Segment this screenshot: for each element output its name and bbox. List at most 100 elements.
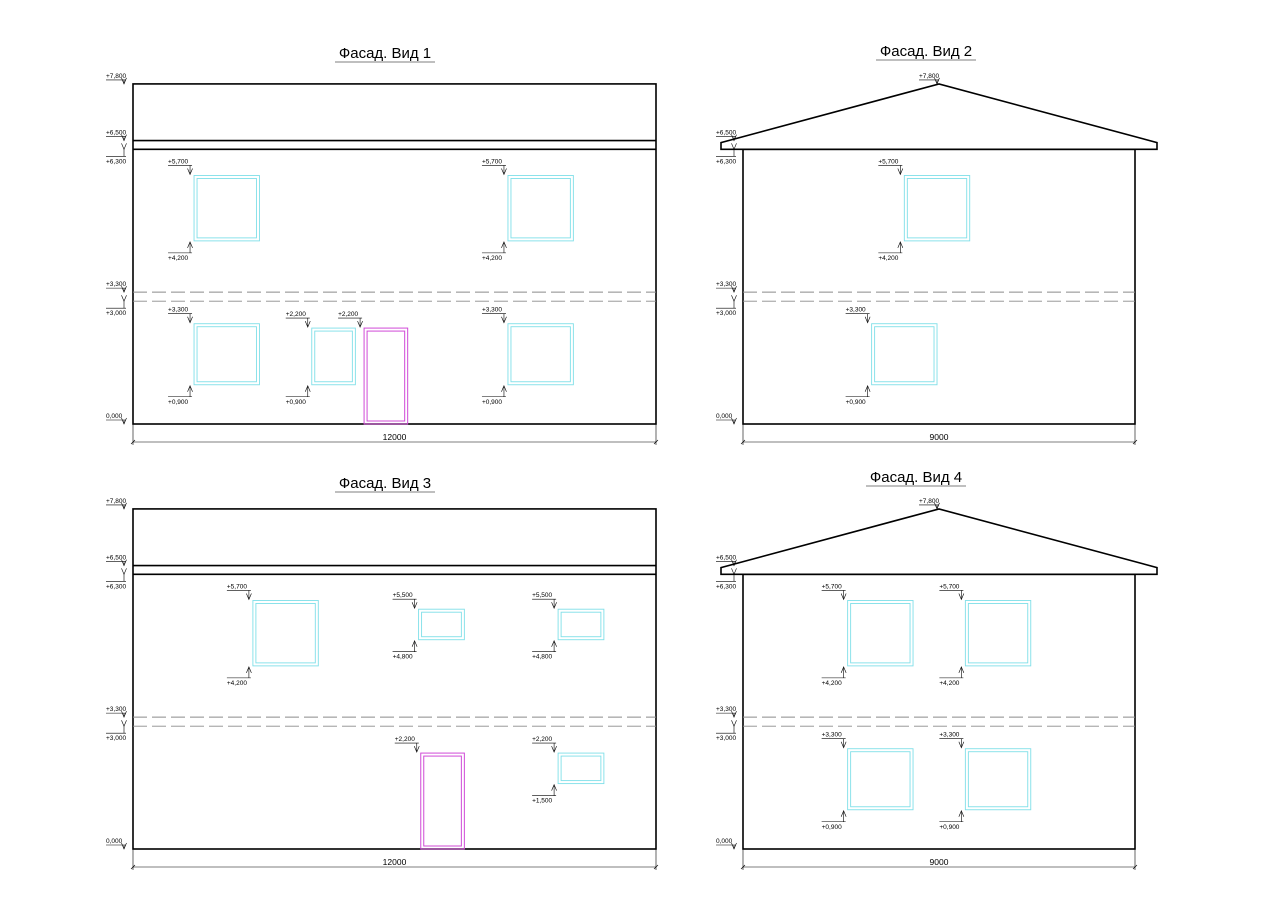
opening-elevation-mark: +0,900 — [286, 399, 306, 406]
opening-arrow-icon — [187, 168, 193, 176]
level-arrow-icon — [121, 568, 127, 576]
opening-arrow-icon — [958, 809, 965, 817]
door-inner-frame — [366, 330, 406, 422]
level-arrow-icon — [121, 295, 127, 302]
window-inner-frame — [560, 755, 602, 782]
elevation-mark: +7,800 — [106, 73, 126, 80]
elevation-mark: +7,800 — [106, 498, 126, 505]
window-frame — [903, 175, 971, 242]
elevation-mark: +3,300 — [716, 281, 736, 288]
opening-arrow-icon — [501, 316, 507, 324]
opening-elevation-mark: +5,700 — [168, 158, 188, 165]
elevation-mark: +3,300 — [106, 706, 126, 713]
level-arrow-icon — [731, 295, 737, 302]
window-inner-frame — [850, 751, 911, 808]
window-frame — [964, 748, 1032, 811]
opening-arrow-icon — [551, 745, 557, 753]
window-frame — [252, 600, 319, 667]
building-outline — [742, 573, 1136, 850]
opening-elevation-mark: +4,800 — [532, 654, 552, 661]
elevation-mark: 0,000 — [106, 413, 123, 420]
facade-view-1: Фасад. Вид 1+7,800+6,500+6,300+3,300+3,0… — [106, 45, 659, 445]
facade-title: Фасад. Вид 2 — [880, 43, 972, 60]
opening-arrow-icon — [840, 809, 847, 817]
window-frame — [418, 608, 465, 641]
elevation-mark: +6,300 — [716, 583, 736, 590]
facade-title: Фасад. Вид 1 — [339, 45, 431, 62]
window-inner-frame — [906, 178, 968, 239]
opening-arrow-icon — [958, 741, 965, 749]
opening-arrow-icon — [187, 384, 193, 392]
opening-elevation-mark: +3,300 — [168, 307, 188, 314]
window-frame — [847, 748, 914, 811]
elevation-mark: +6,300 — [716, 158, 736, 165]
opening-elevation-mark: +5,700 — [878, 158, 898, 165]
dimension-tick — [653, 864, 659, 870]
facade-view-2: Фасад. Вид 2+7,800+6,500+6,300+3,300+3,0… — [716, 43, 1158, 445]
width-dimension: 12000 — [383, 857, 407, 867]
building-outline — [742, 148, 1136, 425]
opening-arrow-icon — [411, 639, 418, 647]
opening-elevation-mark: +0,900 — [939, 824, 959, 831]
level-arrow-icon — [121, 720, 127, 727]
opening-elevation-mark: +3,300 — [482, 307, 502, 314]
dimension-tick — [740, 439, 746, 445]
opening-arrow-icon — [187, 316, 193, 324]
width-dimension: 9000 — [930, 857, 949, 867]
dimension-tick — [740, 864, 746, 870]
window-inner-frame — [255, 603, 316, 664]
window-inner-frame — [967, 751, 1029, 808]
gable-roof — [720, 83, 1158, 151]
window-frame — [557, 752, 605, 785]
window-frame — [557, 608, 605, 641]
opening-arrow-icon — [411, 602, 418, 609]
opening-elevation-mark: +3,300 — [846, 307, 866, 314]
opening-elevation-mark: +0,900 — [846, 399, 866, 406]
window-inner-frame — [510, 178, 571, 239]
facade-view-3: Фасад. Вид 3+7,800+6,500+6,300+3,300+3,0… — [106, 475, 659, 870]
dimension-tick — [1132, 439, 1138, 445]
opening-arrow-icon — [551, 602, 557, 609]
opening-elevation-mark: +0,900 — [168, 399, 188, 406]
window-inner-frame — [196, 326, 257, 383]
opening-arrow-icon — [246, 666, 252, 673]
opening-arrow-icon — [840, 593, 847, 601]
window-frame — [193, 323, 260, 386]
level-arrow-icon — [731, 143, 737, 151]
opening-elevation-mark: +5,700 — [227, 583, 247, 590]
elevation-mark: +3,300 — [106, 281, 126, 288]
elevation-mark: +3,000 — [716, 735, 736, 742]
width-dimension: 9000 — [930, 432, 949, 442]
opening-elevation-mark: +4,200 — [227, 680, 247, 687]
window-inner-frame — [560, 611, 602, 638]
opening-elevation-mark: +4,200 — [822, 680, 842, 687]
opening-arrow-icon — [551, 639, 557, 647]
opening-elevation-mark: +4,200 — [878, 255, 898, 262]
opening-arrow-icon — [840, 666, 847, 673]
elevation-mark: 0,000 — [716, 838, 733, 845]
elevation-mark: +6,500 — [716, 130, 736, 137]
opening-elevation-mark: +5,700 — [822, 583, 842, 590]
opening-elevation-mark: +3,300 — [822, 732, 842, 739]
window-frame — [847, 600, 914, 667]
facade-title: Фасад. Вид 4 — [870, 469, 962, 486]
window-inner-frame — [850, 603, 911, 664]
opening-elevation-mark: +2,200 — [395, 736, 415, 743]
opening-elevation-mark: +2,200 — [338, 311, 358, 318]
opening-elevation-mark: +2,200 — [532, 736, 552, 743]
elevation-mark: +6,300 — [106, 583, 126, 590]
opening-elevation-mark: +5,700 — [482, 158, 502, 165]
opening-arrow-icon — [864, 384, 871, 392]
opening-elevation-mark: +5,500 — [393, 592, 413, 599]
opening-arrow-icon — [413, 745, 420, 753]
opening-arrow-icon — [501, 384, 507, 392]
elevation-mark: +7,800 — [919, 498, 939, 505]
opening-arrow-icon — [551, 783, 557, 791]
opening-elevation-mark: +0,900 — [822, 824, 842, 831]
window-frame — [311, 327, 356, 386]
window-inner-frame — [967, 603, 1029, 664]
opening-arrow-icon — [501, 168, 507, 176]
window-inner-frame — [421, 611, 462, 638]
dimension-tick — [653, 439, 659, 445]
elevation-mark: +3,000 — [716, 310, 736, 317]
